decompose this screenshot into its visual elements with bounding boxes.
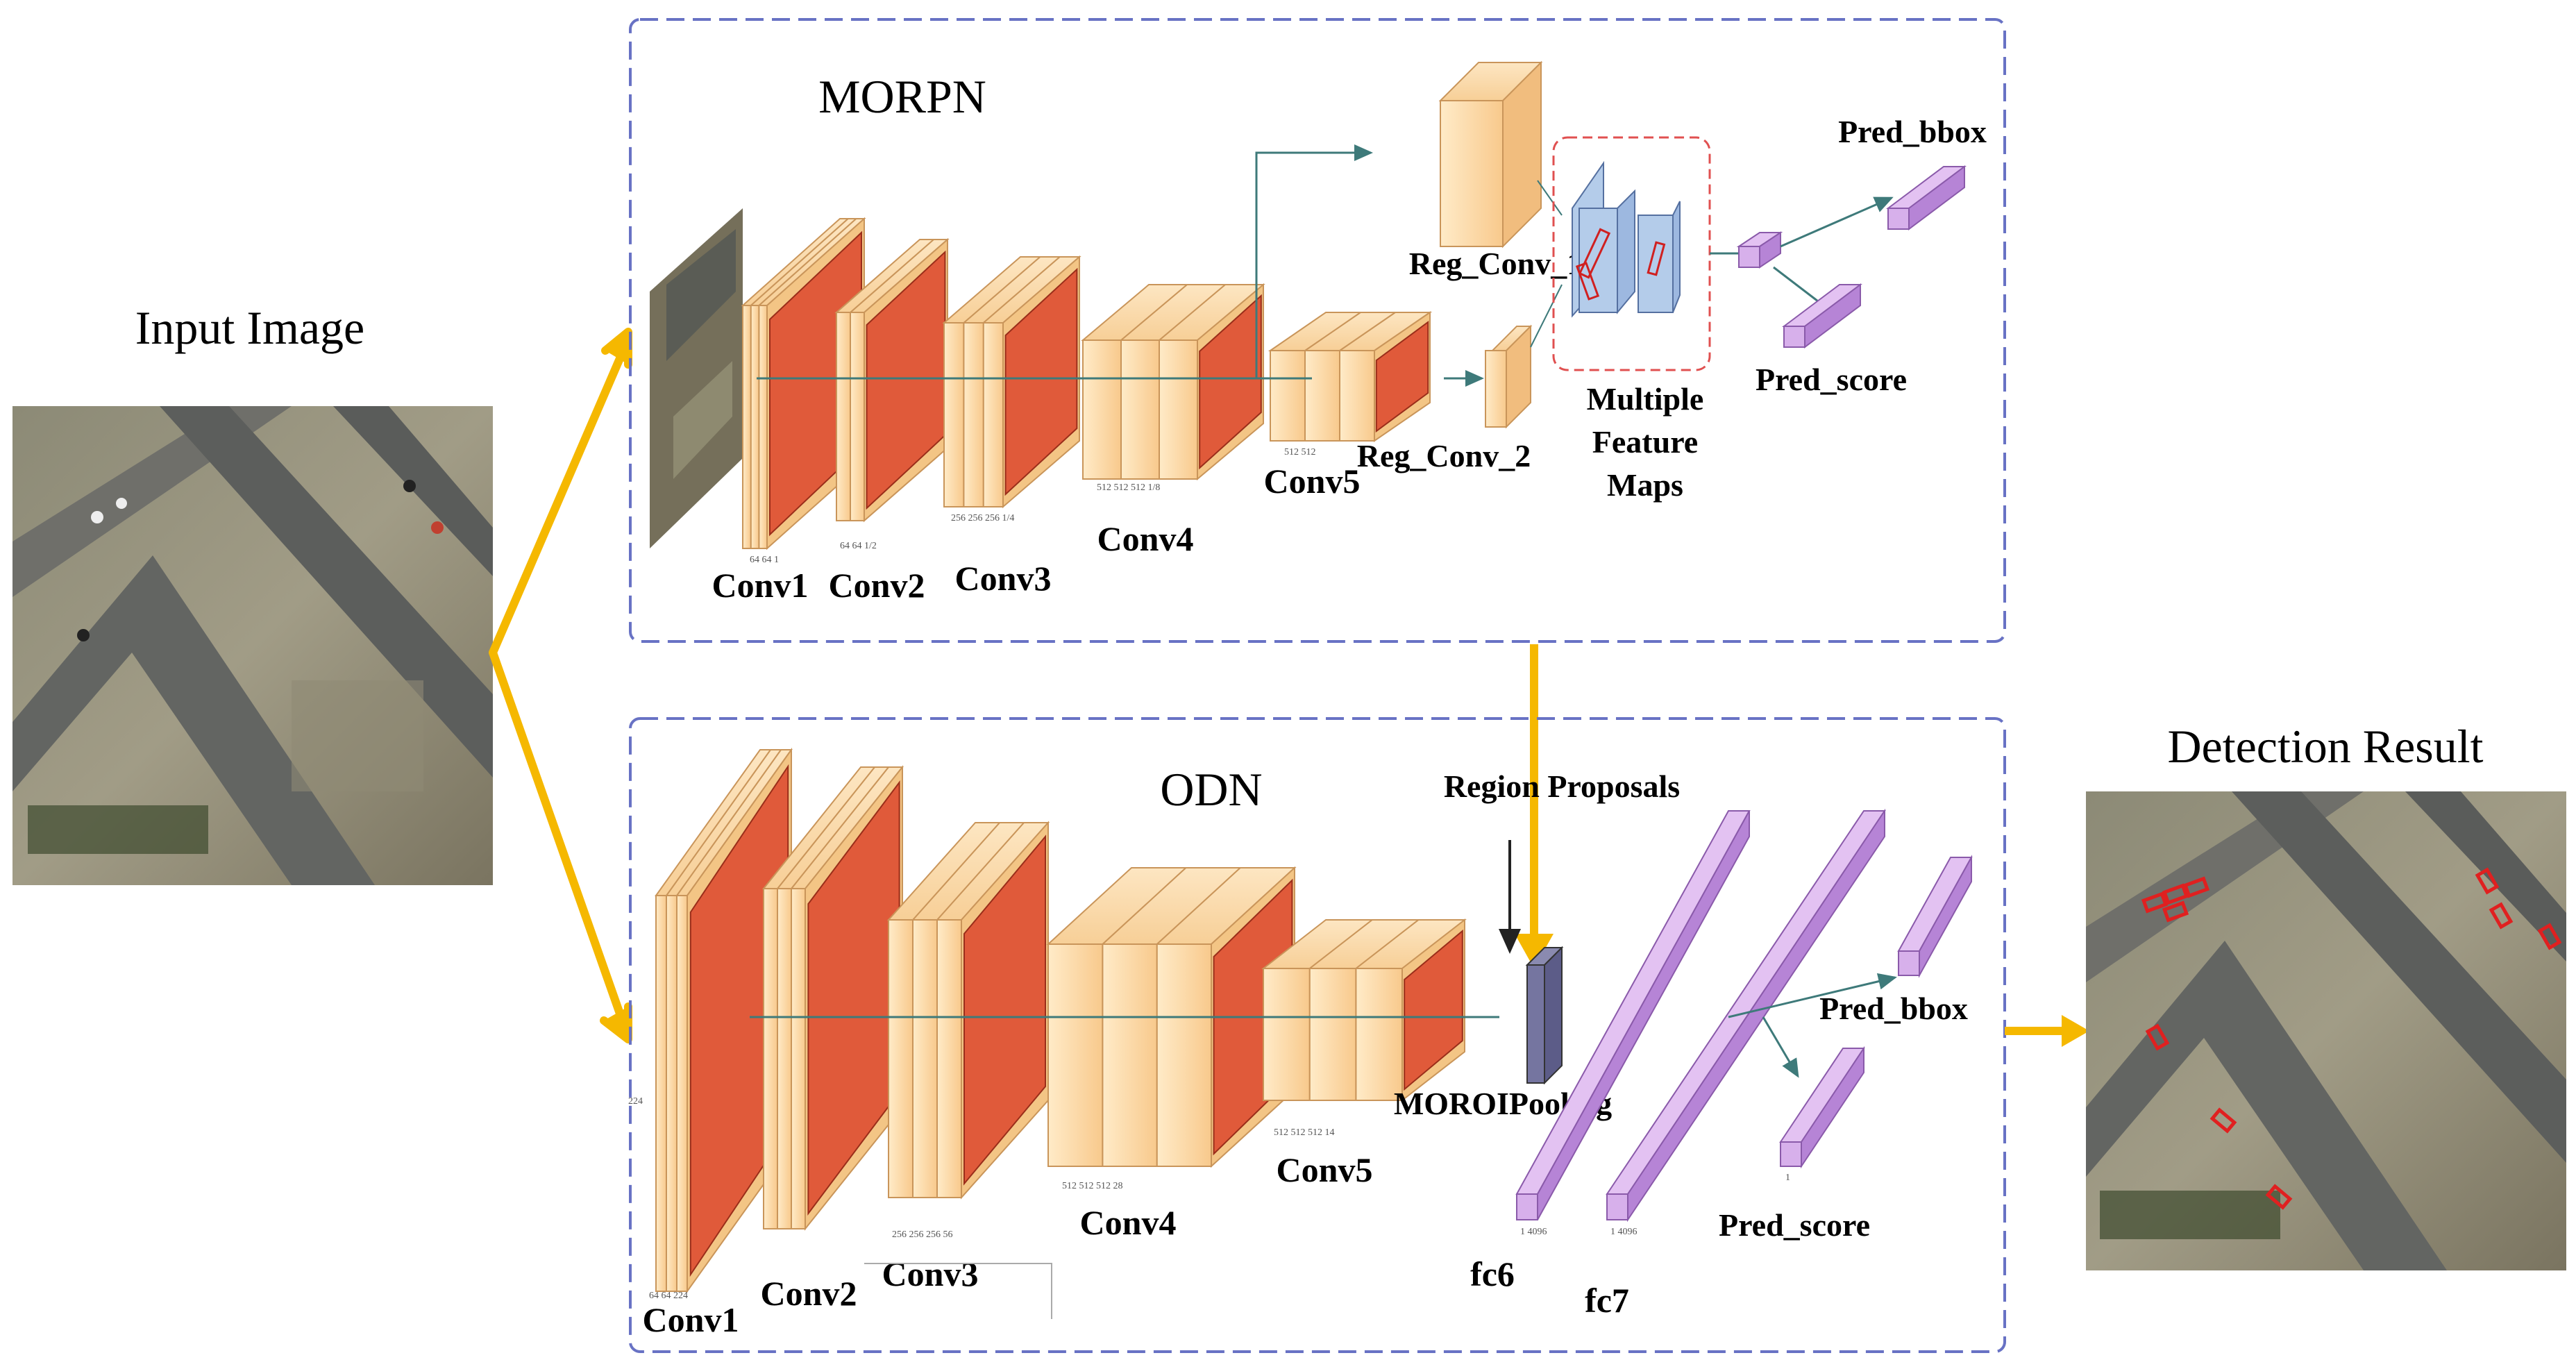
morpn-conv4-block [1081, 283, 1265, 481]
morpn-pred-bbox-label: Pred_bbox [1838, 114, 1987, 149]
morpn-conv-stack [741, 217, 1433, 551]
to-pred-bbox-line [1780, 196, 1894, 248]
input-image-title: Input Image [135, 301, 364, 354]
morpn-conv5-block [1268, 311, 1433, 442]
fc7-bar [1606, 808, 1886, 1223]
fc7-dims: 1 4096 [1610, 1227, 1638, 1237]
detection-result-title: Detection Result [2167, 720, 2483, 773]
proposal-down-arrowhead [1515, 934, 1554, 968]
feature-maps-line-3: Maps [1607, 467, 1683, 503]
reg-conv-1-block [1438, 60, 1543, 249]
morpn-pred-score-label: Pred_score [1756, 362, 1907, 397]
morpn-frame [629, 18, 2006, 643]
odn-conv3-bracket [864, 1263, 1052, 1319]
reg-conv-2-block [1485, 324, 1533, 429]
odn-conv2-label: Conv2 [761, 1274, 857, 1313]
feature-map-planes [1572, 160, 1681, 318]
detection-result-image [2086, 791, 2566, 1270]
morpn-conv5-dims: 512 512 [1284, 447, 1316, 457]
odn-conv5-dims: 512 512 512 14 [1274, 1127, 1335, 1138]
output-arrowhead [2062, 1015, 2089, 1047]
feature-maps-line-2: Feature [1592, 424, 1698, 460]
morpn-title: MORPN [818, 70, 986, 123]
morpn-conv1-label: Conv1 [712, 566, 809, 605]
odn-conv4-label: Conv4 [1080, 1203, 1177, 1242]
odn-pred-score-bar [1779, 1046, 1865, 1169]
odn-conv5-label: Conv5 [1277, 1150, 1373, 1189]
odn-to-pred-score-line [1762, 1016, 1799, 1078]
morpn-conv4-dims: 512 512 512 1/8 [1097, 482, 1160, 493]
reg1-to-maps-line [1537, 180, 1563, 216]
reg-conv-1-label: Reg_Conv_1 [1409, 246, 1583, 281]
morpn-conv1-dims: 64 64 1 [750, 555, 779, 565]
morpn-input-slice [650, 208, 743, 548]
odn-conv3-dims: 256 256 256 56 [892, 1229, 953, 1240]
input-aerial-image [12, 406, 493, 885]
morpn-conv5-label: Conv5 [1264, 462, 1361, 501]
morpn-pred-score-bar [1782, 283, 1862, 349]
odn-pred-score-dim: 1 [1785, 1173, 1790, 1183]
morpn-conv4-label: Conv4 [1097, 519, 1194, 558]
odn-conv3-label: Conv3 [882, 1254, 979, 1293]
odn-conv1-label: Conv1 [643, 1300, 739, 1339]
morpn-conv2-dims: 64 64 1/2 [840, 541, 877, 551]
input-split-arrows [489, 328, 632, 1043]
fc6-bar [1515, 810, 1751, 1220]
odn-conv-stack [655, 747, 1467, 1294]
feature-maps-line-1: Multiple [1587, 381, 1704, 417]
odn-conv1-dims: 64 64 224 [649, 1291, 688, 1301]
reg2-to-maps-line [1530, 284, 1563, 348]
morpn-conv2-label: Conv2 [829, 566, 925, 605]
odn-pred-score-label: Pred_score [1719, 1207, 1870, 1243]
odn-conv5-block [1261, 918, 1467, 1102]
odn-conv1-side-dim: 224 [628, 1096, 643, 1107]
odn-conv2-block [761, 765, 904, 1231]
odn-pred-bbox-label: Pred_bbox [1819, 991, 1968, 1026]
fc6-label: fc6 [1470, 1254, 1515, 1293]
odn-conv4-dims: 512 512 512 28 [1062, 1181, 1123, 1191]
morpn-conv3-dims: 256 256 256 1/4 [951, 513, 1014, 523]
morpn-pred-bbox-bar [1886, 165, 1967, 230]
region-proposals-label: Region Proposals [1444, 769, 1680, 804]
fc6-dims: 1 4096 [1520, 1227, 1547, 1237]
morpn-branch-up [1255, 144, 1373, 378]
fc7-label: fc7 [1585, 1281, 1629, 1320]
moroi-pooling-block [1525, 946, 1564, 1085]
odn-pred-bbox-bar [1897, 855, 1973, 978]
odn-conv3-block [886, 821, 1050, 1200]
reg-conv-2-label: Reg_Conv_2 [1357, 438, 1531, 473]
morpn-conv3-label: Conv3 [955, 559, 1052, 598]
odn-title: ODN [1160, 763, 1262, 816]
odn-to-pred-bbox-line [1728, 973, 1897, 1018]
morpn-conv2-block [834, 237, 950, 523]
morpn-cls-node [1736, 231, 1783, 269]
morpn-conv3-block [942, 255, 1081, 509]
